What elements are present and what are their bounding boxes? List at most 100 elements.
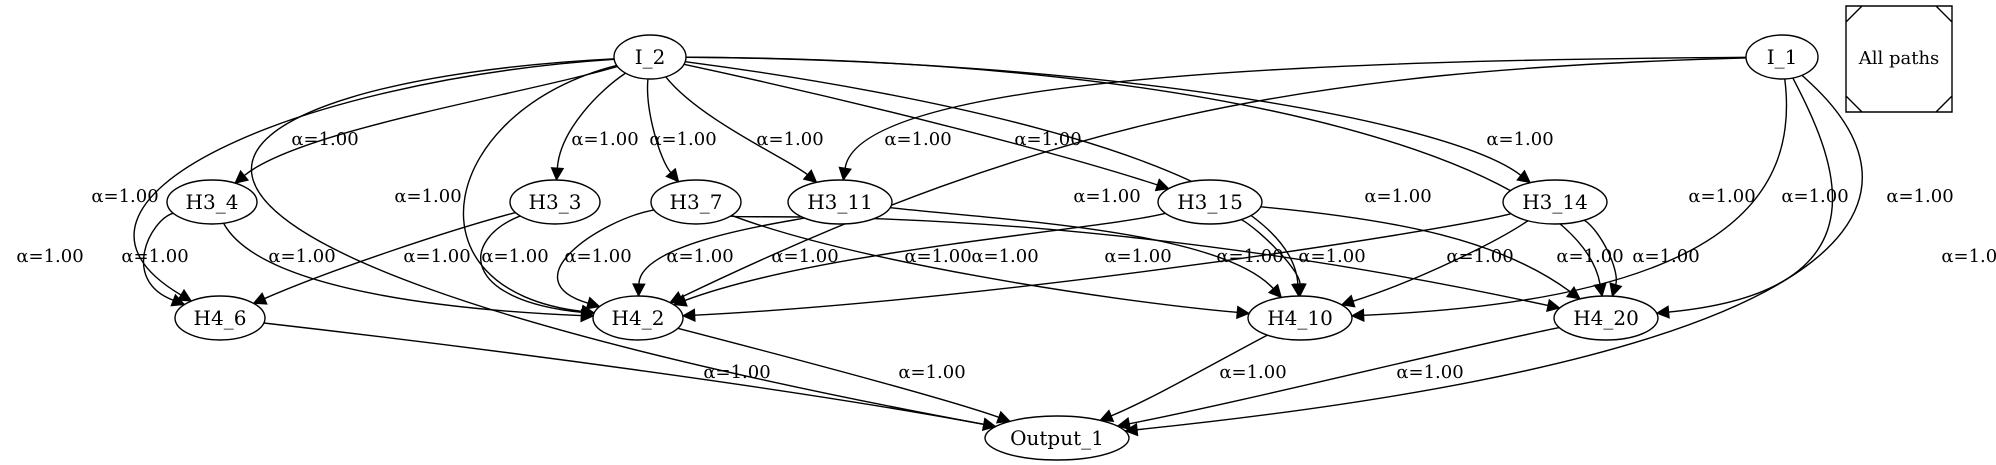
arrowhead-icon bbox=[1565, 286, 1581, 300]
edge-weight-label: α=1.00 bbox=[971, 246, 1038, 267]
edge-weight-label: α=1.00 bbox=[1781, 186, 1848, 207]
node-ellipse bbox=[1502, 179, 1608, 225]
edge-weight-label: α=1.00 bbox=[1073, 186, 1140, 207]
edge-weight-label: α=1.00 bbox=[268, 246, 335, 267]
node-label: H3_14 bbox=[1522, 190, 1588, 214]
node-label: H3_11 bbox=[807, 190, 873, 214]
arrowhead-icon bbox=[1099, 409, 1115, 422]
edge-weight-label: α=1.00 bbox=[898, 362, 965, 383]
edge-H3_7-to-H4_10: α=1.00 bbox=[731, 214, 1251, 320]
edge-line bbox=[133, 58, 615, 296]
node-h4-10: H4_10 bbox=[1247, 295, 1353, 341]
edge-line bbox=[638, 217, 805, 285]
node-label: I_2 bbox=[635, 45, 666, 69]
arrowhead-icon bbox=[838, 166, 852, 182]
edge-weight-label: α=1.00 bbox=[571, 129, 638, 150]
edge-weight-label: α=1.00 bbox=[1396, 362, 1463, 383]
edge-H3_4-to-H4_6: α=1.00 bbox=[121, 212, 189, 307]
node-ellipse bbox=[592, 295, 684, 341]
edge-weight-label: α=1.00 bbox=[1688, 186, 1755, 207]
edge-I_2-to-Output_1: α=1.00 bbox=[16, 58, 997, 431]
arrowhead-icon bbox=[665, 167, 680, 183]
node-label: H3_7 bbox=[670, 190, 723, 214]
edge-H3_15-to-H4_2: α=1.00 bbox=[672, 212, 1166, 307]
edge-weight-label: α=1.00 bbox=[1486, 129, 1553, 150]
node-h3-7: H3_7 bbox=[650, 179, 742, 225]
node-ellipse bbox=[166, 179, 258, 225]
arrowhead-icon bbox=[1293, 283, 1307, 298]
node-h3-4: H3_4 bbox=[166, 179, 258, 225]
arrowhead-icon bbox=[1154, 178, 1170, 192]
edge-H3_7-to-H4_20: α=1.00 bbox=[730, 215, 1561, 313]
arrowhead-icon bbox=[1236, 305, 1251, 320]
edge-I_1-to-H4_20: α=1.00 bbox=[1655, 77, 1954, 319]
legend-box: All paths bbox=[1845, 5, 1953, 113]
arrowhead-icon bbox=[1546, 298, 1561, 313]
edge-weight-label: α=1.00 bbox=[121, 246, 188, 267]
arrowhead-icon bbox=[1350, 308, 1365, 323]
edge-line bbox=[557, 209, 655, 304]
edge-line bbox=[462, 64, 617, 313]
arrowhead-icon bbox=[982, 417, 997, 431]
edge-line bbox=[683, 63, 1158, 186]
edge-H3_15-to-H4_20: α=1.00 bbox=[1260, 206, 1624, 300]
arrowhead-icon bbox=[681, 308, 696, 322]
node-h3-14: H3_14 bbox=[1502, 179, 1608, 225]
arrowhead-icon bbox=[252, 292, 268, 305]
edge-line bbox=[1137, 74, 1863, 431]
arrowhead-icon bbox=[632, 283, 646, 298]
edge-line bbox=[1129, 326, 1560, 425]
arrowhead-icon bbox=[550, 167, 565, 182]
edge-line bbox=[1110, 334, 1268, 417]
node-ellipse bbox=[984, 415, 1130, 461]
node-ellipse bbox=[509, 179, 601, 225]
arrowhead-icon bbox=[177, 288, 193, 302]
node-ellipse bbox=[613, 34, 687, 80]
node-i-1: I_1 bbox=[1745, 34, 1819, 80]
edge-I_2-to-H3_15: α=1.00 bbox=[683, 63, 1170, 192]
edge-line bbox=[222, 222, 582, 317]
edge-line bbox=[142, 212, 174, 301]
legend-frame bbox=[1845, 5, 1953, 113]
edge-line bbox=[1260, 206, 1571, 293]
edge-line bbox=[556, 72, 626, 169]
edge-weight-label: α=1.00 bbox=[756, 129, 823, 150]
edge-weight-label: α=1.00 bbox=[1298, 246, 1365, 267]
arrowhead-icon bbox=[1516, 169, 1532, 184]
edge-line bbox=[890, 206, 1274, 290]
edge-weight-label: α=1.00 bbox=[16, 246, 83, 267]
edge-I_1-to-Output_1: α=1.00 bbox=[1124, 74, 1996, 437]
edge-weight-label: α=1.00 bbox=[291, 129, 358, 150]
edge-H3_14-to-H4_20: α=1.00 bbox=[1583, 219, 1700, 298]
edge-line bbox=[685, 56, 1601, 285]
edge-weight-label: α=1.00 bbox=[1219, 362, 1286, 383]
edge-weight-label: α=1.00 bbox=[1364, 186, 1431, 207]
node-h3-15: H3_15 bbox=[1157, 179, 1263, 225]
node-h4-20: H4_20 bbox=[1553, 295, 1659, 341]
edge-H3_3-to-H4_6: α=1.00 bbox=[252, 211, 516, 305]
edge-H4_10-to-Output_1: α=1.00 bbox=[1099, 334, 1287, 422]
edge-H3_14-to-H4_10: α=1.00 bbox=[1340, 220, 1529, 308]
edge-H4_2-to-Output_1: α=1.00 bbox=[677, 327, 1012, 424]
edge-weight-label: α=1.00 bbox=[564, 246, 631, 267]
legend-label: All paths bbox=[1858, 48, 1940, 69]
edge-I_2-to-H3_4: α=1.00 bbox=[234, 65, 618, 184]
edge-weight-label: α=1.00 bbox=[403, 246, 470, 267]
edge-line bbox=[1363, 78, 1788, 316]
node-ellipse bbox=[1745, 34, 1819, 80]
edge-weight-label: α=1.00 bbox=[1014, 129, 1081, 150]
edge-H4_6-to-Output_1: α=1.00 bbox=[263, 322, 997, 431]
edge-weight-label: α=1.00 bbox=[1104, 246, 1171, 267]
arrowhead-icon bbox=[1116, 416, 1132, 431]
edge-H3_11-to-H4_2: α=1.00 bbox=[632, 217, 805, 298]
edge-weight-label: α=1.00 bbox=[649, 129, 716, 150]
edge-line bbox=[250, 58, 984, 426]
edge-weight-label: α=1.00 bbox=[884, 129, 951, 150]
node-label: H3_3 bbox=[529, 190, 582, 214]
node-h3-11: H3_11 bbox=[787, 179, 893, 225]
arrowhead-icon bbox=[1609, 282, 1623, 298]
edge-line bbox=[1583, 219, 1617, 285]
